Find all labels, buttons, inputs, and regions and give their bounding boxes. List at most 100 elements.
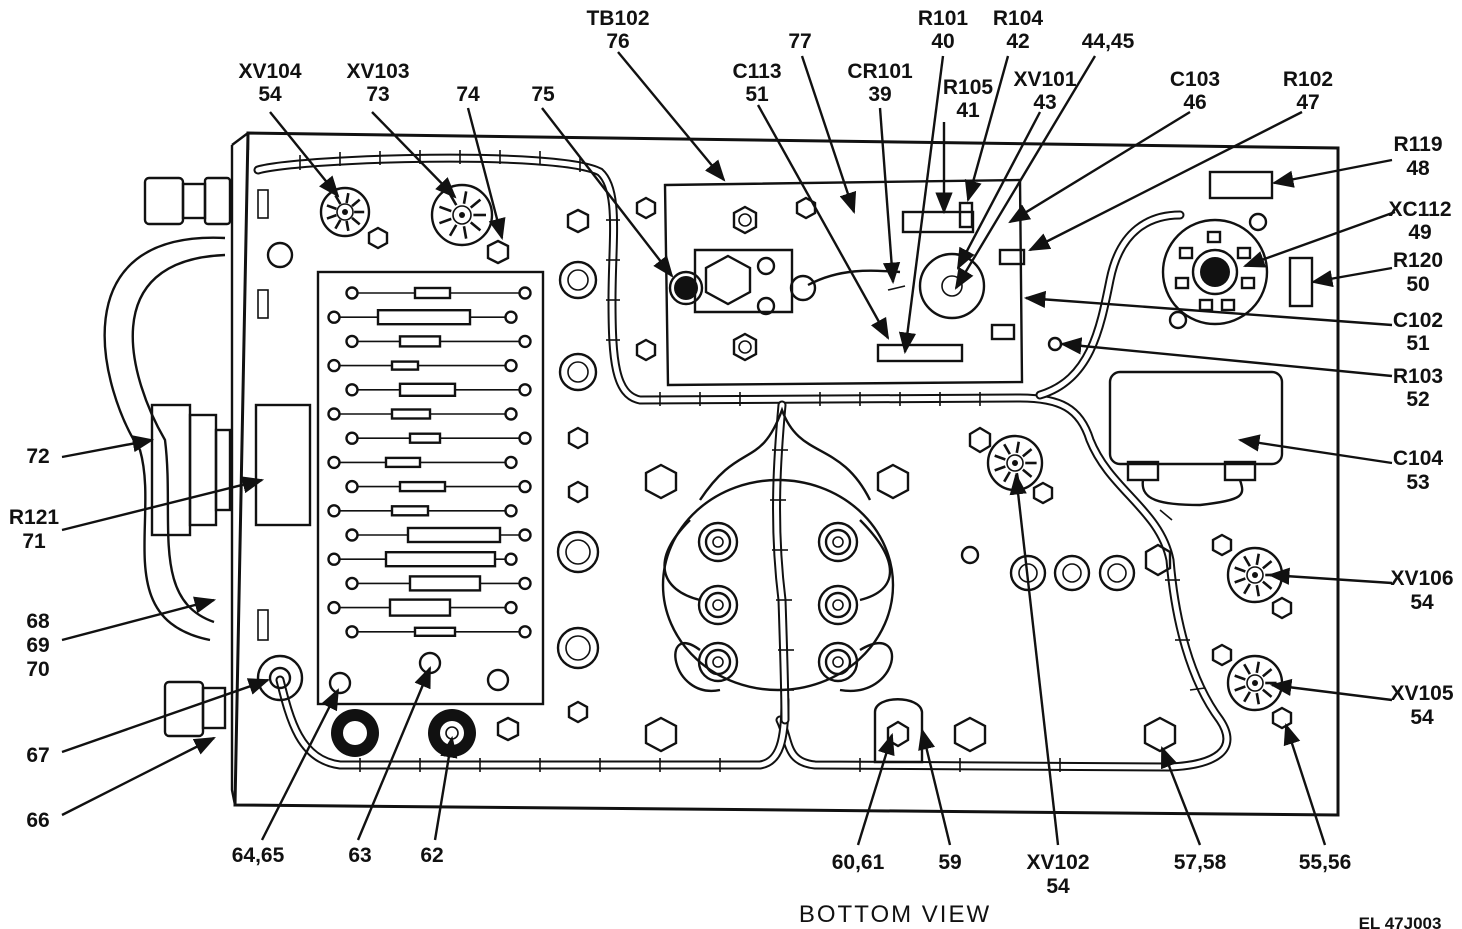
- socket-pin: [1262, 560, 1273, 570]
- leader-67: [61, 678, 271, 754]
- label-62: 62: [420, 844, 443, 867]
- socket-pin: [439, 217, 452, 225]
- leader-62: [433, 735, 458, 841]
- leader-c113: [756, 104, 890, 340]
- socket-pin: [351, 198, 361, 208]
- c104-capacitor: [1108, 370, 1284, 507]
- tube-socket-xv103: [430, 183, 494, 247]
- wire-harness: [253, 150, 1232, 772]
- leader-r104: [964, 55, 1010, 203]
- socket-pin: [1015, 441, 1021, 454]
- socket-pin: [1243, 555, 1251, 567]
- resistor-row: [345, 431, 532, 445]
- center-terminal-plate: [661, 406, 895, 693]
- view-caption: BOTTOM VIEW: [799, 901, 991, 928]
- screw: [486, 668, 510, 692]
- socket-pin: [345, 192, 350, 204]
- leader-74: [466, 107, 506, 241]
- leader-4445: [954, 55, 1097, 290]
- socket-pin: [334, 219, 342, 230]
- label-70: 70: [26, 658, 49, 681]
- socket-pin: [994, 465, 1006, 472]
- leader-xv101: [956, 111, 1042, 270]
- label-xv106-num: 54: [1410, 591, 1434, 614]
- label-xv102-ref: XV102: [1026, 851, 1089, 874]
- chassis: [230, 131, 1340, 817]
- label-r104-num: 42: [1006, 30, 1029, 53]
- middle-column-hardware: [496, 260, 600, 742]
- grommet-right: [428, 709, 476, 757]
- leader-r102: [1028, 110, 1303, 252]
- label-xv103-ref: XV103: [346, 60, 409, 83]
- leader-r120: [1310, 266, 1393, 288]
- label-4445: 44,45: [1082, 30, 1135, 53]
- leader-5556: [1283, 722, 1327, 846]
- label-xv105-num: 54: [1410, 706, 1434, 729]
- resistor-row: [345, 382, 532, 397]
- leader-xv102: [1009, 472, 1060, 846]
- leader-6061: [856, 732, 895, 846]
- resistor-row: [345, 286, 532, 300]
- resistor-row: [327, 407, 518, 421]
- resistor-row: [345, 575, 532, 592]
- label-r102-ref: R102: [1283, 68, 1333, 91]
- leader-63: [356, 666, 432, 841]
- leader-5758: [1160, 745, 1202, 846]
- label-c102-num: 51: [1406, 332, 1430, 355]
- resistor-row: [345, 334, 532, 349]
- label-6465: 64,65: [232, 844, 285, 867]
- label-c103-num: 46: [1183, 91, 1206, 114]
- label-r120-num: 50: [1406, 273, 1429, 296]
- leader-75: [541, 107, 674, 278]
- label-r121-num: 71: [22, 530, 46, 553]
- label-5758: 57,58: [1174, 851, 1227, 874]
- socket-pin: [1243, 583, 1251, 595]
- socket-pin: [994, 454, 1006, 461]
- label-74: 74: [456, 83, 480, 106]
- label-r101-num: 40: [931, 30, 954, 53]
- label-c104-num: 53: [1406, 471, 1429, 494]
- label-r103-ref: R103: [1393, 365, 1443, 388]
- label-c103-ref: C103: [1170, 68, 1220, 91]
- label-66: 66: [26, 809, 49, 832]
- socket-pin: [1022, 448, 1033, 458]
- label-xv104-num: 54: [258, 83, 282, 106]
- label-69: 69: [26, 634, 49, 657]
- leader-xv104: [269, 111, 340, 198]
- leader-72: [61, 435, 155, 459]
- resistor-row: [345, 479, 532, 494]
- leader-r101: [898, 55, 945, 355]
- leader-xv105: [1269, 678, 1393, 702]
- socket-pin: [448, 224, 458, 237]
- hex-nut: [566, 208, 590, 234]
- label-xv106-ref: XV106: [1390, 567, 1453, 590]
- tb102-plate: [635, 178, 1026, 387]
- socket-pin: [462, 191, 468, 204]
- socket-pin: [326, 204, 337, 211]
- label-r120-ref: R120: [1393, 249, 1443, 272]
- label-r104-ref: R104: [993, 7, 1044, 30]
- leader-tb102: [617, 51, 726, 182]
- label-63: 63: [348, 844, 371, 867]
- hex-nut: [367, 226, 389, 250]
- terminal-lug: [697, 584, 739, 626]
- label-r119-num: 48: [1406, 157, 1430, 180]
- socket-pin: [1243, 663, 1251, 675]
- label-c113-num: 51: [745, 83, 769, 106]
- socket-pin: [326, 213, 337, 220]
- socket-pin: [1234, 674, 1246, 681]
- label-tb102-num: 76: [606, 30, 629, 53]
- leader-xv106: [1267, 567, 1393, 585]
- resistor-row: [327, 504, 518, 518]
- grommet-left: [331, 709, 379, 757]
- leader-xc112: [1242, 210, 1396, 268]
- hex-nut: [486, 239, 510, 265]
- socket-pin: [1234, 566, 1246, 573]
- resistor-row: [345, 526, 532, 544]
- label-r103-num: 52: [1406, 388, 1429, 411]
- socket-pin: [1262, 580, 1273, 590]
- leader-59: [918, 727, 952, 846]
- socket-pin: [345, 220, 350, 232]
- socket-pin: [1022, 468, 1033, 478]
